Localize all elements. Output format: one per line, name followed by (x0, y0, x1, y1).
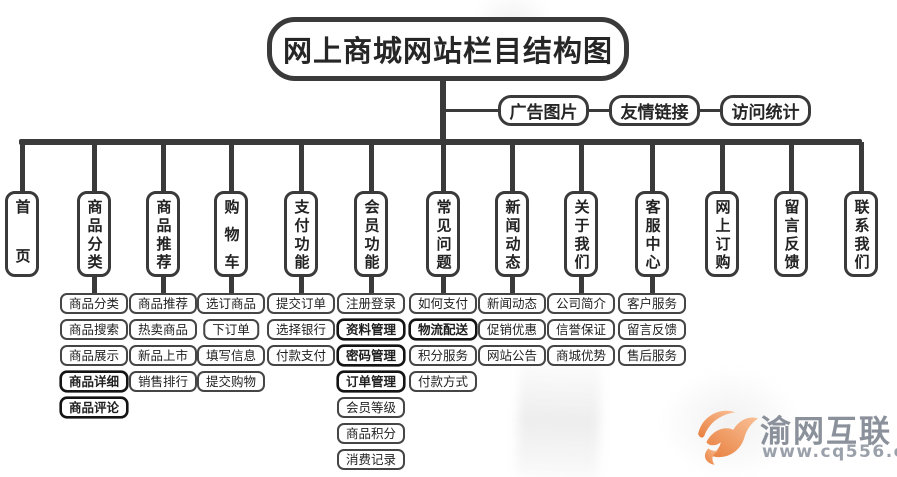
category-node: 常见问题 (426, 191, 460, 277)
diagram-title-node: 网上商城网站栏目结构图 (267, 17, 629, 81)
node-label: 访问统计 (731, 103, 800, 123)
leaf-node: 选择银行 (266, 319, 336, 340)
leaf-node: 商品详细 (59, 371, 129, 392)
leaf-node: 公司简介 (546, 293, 616, 314)
category-label: 会员功能 (362, 199, 381, 269)
connector-line (650, 274, 655, 295)
leaf-node: 客户服务 (617, 293, 687, 314)
category-node: 关于我们 (564, 191, 598, 277)
category-node: 网上订购 (705, 191, 739, 277)
category-node: 会员功能 (354, 191, 388, 277)
connector-line (299, 142, 304, 192)
leaf-node: 新品上市 (128, 345, 198, 366)
leaf-node: 商品评论 (59, 397, 129, 418)
connector-line (369, 142, 374, 192)
watermark-url: www.cq556.com (762, 442, 897, 462)
category-label: 常见问题 (434, 199, 453, 269)
leaf-node: 消费记录 (336, 449, 406, 470)
connector-line (510, 142, 515, 192)
connector-line (229, 274, 234, 295)
node-label: 友情链接 (620, 103, 689, 123)
leaf-node: 密码管理 (336, 345, 406, 366)
leaf-node: 信誉保证 (546, 319, 616, 340)
connector-line (161, 274, 166, 295)
leaf-node: 售后服务 (617, 345, 687, 366)
leaf-node: 商品分类 (59, 293, 129, 314)
connector-line (161, 142, 166, 192)
connector-line (441, 142, 446, 192)
leaf-node: 商品搜索 (59, 319, 129, 340)
category-node: 留言反馈 (774, 191, 808, 277)
connector-line (579, 142, 584, 192)
category-node: 购物车 (214, 191, 248, 277)
category-label: 客服中心 (643, 199, 662, 269)
category-node: 首页 (5, 191, 39, 277)
leaf-node: 注册登录 (336, 293, 406, 314)
connector-line (441, 274, 446, 295)
leaf-node: 提交购物 (196, 371, 266, 392)
node-label: 广告图片 (509, 103, 578, 123)
category-node: 商品分类 (77, 191, 111, 277)
leaf-node: 如何支付 (408, 293, 478, 314)
leaf-node: 留言反馈 (617, 319, 687, 340)
leaf-node: 下订单 (203, 319, 259, 340)
leaf-node: 填写信息 (196, 345, 266, 366)
node-visit-stats: 访问统计 (720, 95, 811, 126)
category-label: 支付功能 (292, 199, 311, 269)
connector-line (20, 142, 25, 192)
leaf-node: 热卖商品 (128, 319, 198, 340)
category-label: 商品推荐 (154, 199, 173, 269)
leaf-node: 订单管理 (336, 371, 406, 392)
category-label: 留言反馈 (782, 199, 801, 269)
connector-line (19, 139, 862, 145)
leaf-node: 商品展示 (59, 345, 129, 366)
leaf-node: 网站公告 (477, 345, 547, 366)
connector-line (92, 142, 97, 192)
category-label: 商品分类 (85, 199, 104, 269)
leaf-node: 积分服务 (408, 345, 478, 366)
leaf-node: 提交订单 (266, 293, 336, 314)
connector-line (510, 274, 515, 295)
category-node: 支付功能 (284, 191, 318, 277)
leaf-node: 新闻动态 (477, 293, 547, 314)
leaf-node: 商城优势 (546, 345, 616, 366)
node-ad-images: 广告图片 (498, 95, 589, 126)
leaf-node: 销售排行 (128, 371, 198, 392)
leaf-node: 商品推荐 (128, 293, 198, 314)
background-smudge (515, 350, 603, 477)
leaf-node: 物流配送 (408, 319, 478, 340)
category-label: 联系我们 (852, 199, 871, 269)
category-label: 新闻动态 (503, 199, 522, 269)
connector-line (443, 109, 765, 112)
leaf-node: 商品积分 (336, 423, 406, 444)
category-node: 新闻动态 (495, 191, 529, 277)
connector-line (299, 274, 304, 295)
connector-line (720, 142, 725, 192)
connector-line (859, 142, 864, 192)
connector-line (650, 142, 655, 192)
node-friend-links: 友情链接 (609, 95, 700, 126)
brand-logo-phoenix-icon (698, 410, 758, 465)
connector-line (579, 274, 584, 295)
category-label: 首页 (13, 199, 32, 269)
leaf-node: 付款支付 (266, 345, 336, 366)
category-label: 购物车 (222, 199, 241, 269)
leaf-node: 资料管理 (336, 319, 406, 340)
leaf-node: 付款方式 (408, 371, 478, 392)
diagram-title: 网上商城网站栏目结构图 (282, 34, 613, 68)
leaf-node: 促销优惠 (477, 319, 547, 340)
category-node: 客服中心 (635, 191, 669, 277)
category-node: 联系我们 (844, 191, 878, 277)
category-node: 商品推荐 (146, 191, 180, 277)
watermark-brand: 渝网互联 (760, 414, 892, 450)
connector-line (229, 142, 234, 192)
leaf-node: 会员等级 (336, 397, 406, 418)
connector-line (92, 274, 97, 295)
connector-line (789, 142, 794, 192)
category-label: 关于我们 (572, 199, 591, 269)
category-label: 网上订购 (713, 199, 732, 269)
connector-line (369, 274, 374, 295)
leaf-node: 选订商品 (196, 293, 266, 314)
